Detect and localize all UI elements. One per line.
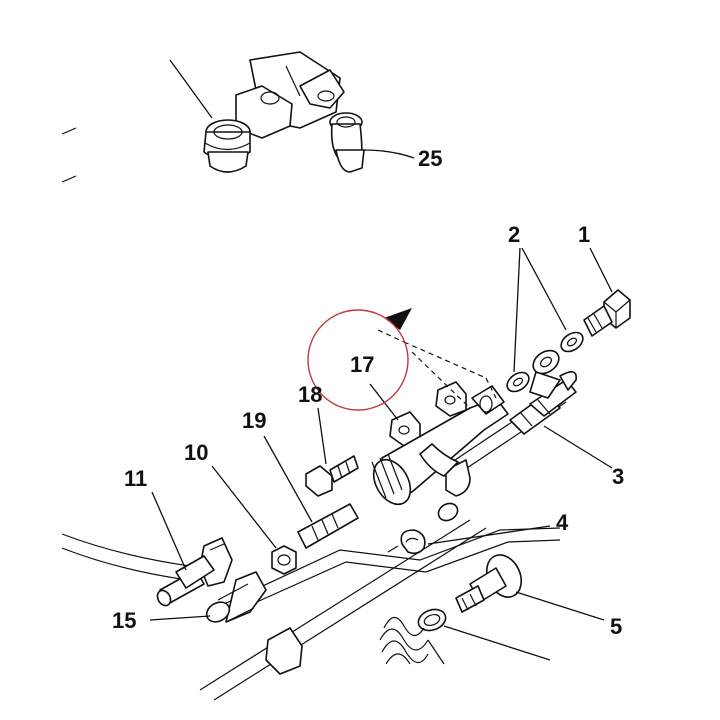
label-1: 1 bbox=[578, 222, 590, 247]
label-11: 11 bbox=[124, 466, 147, 491]
part-18-bolt bbox=[305, 455, 359, 497]
return-spring bbox=[379, 608, 447, 665]
pipe-left bbox=[61, 533, 191, 581]
label-25: 25 bbox=[418, 146, 442, 171]
part-17-master-cylinder bbox=[371, 381, 509, 522]
label-4: 4 bbox=[556, 510, 569, 535]
part-25-elbow-fitting bbox=[329, 112, 365, 173]
part-4-clip bbox=[387, 529, 426, 555]
label-18: 18 bbox=[298, 382, 322, 407]
lower-bracket-rail bbox=[199, 519, 561, 701]
label-15: 15 bbox=[112, 608, 136, 633]
alignment-guides bbox=[377, 308, 497, 409]
label-17: 17 bbox=[350, 352, 374, 377]
label-5: 5 bbox=[610, 614, 622, 639]
label-2: 2 bbox=[508, 222, 520, 247]
direction-arrow-icon bbox=[384, 308, 412, 330]
clevis-fork bbox=[199, 537, 267, 623]
upper-assembly bbox=[235, 51, 345, 139]
part-19-push-rod bbox=[297, 503, 359, 549]
banjo-union bbox=[529, 349, 561, 399]
part-2-washers bbox=[506, 331, 584, 393]
part-1-banjo-bolt bbox=[583, 289, 631, 337]
label-10: 10 bbox=[184, 440, 208, 465]
highlight-circle bbox=[307, 309, 409, 411]
grommet-plug bbox=[203, 119, 251, 173]
part-5-pivot-pin bbox=[455, 554, 523, 613]
label-3: 3 bbox=[612, 464, 624, 489]
part-11-pin bbox=[156, 555, 215, 607]
part-10-nut bbox=[271, 545, 297, 575]
label-19: 19 bbox=[242, 408, 266, 433]
